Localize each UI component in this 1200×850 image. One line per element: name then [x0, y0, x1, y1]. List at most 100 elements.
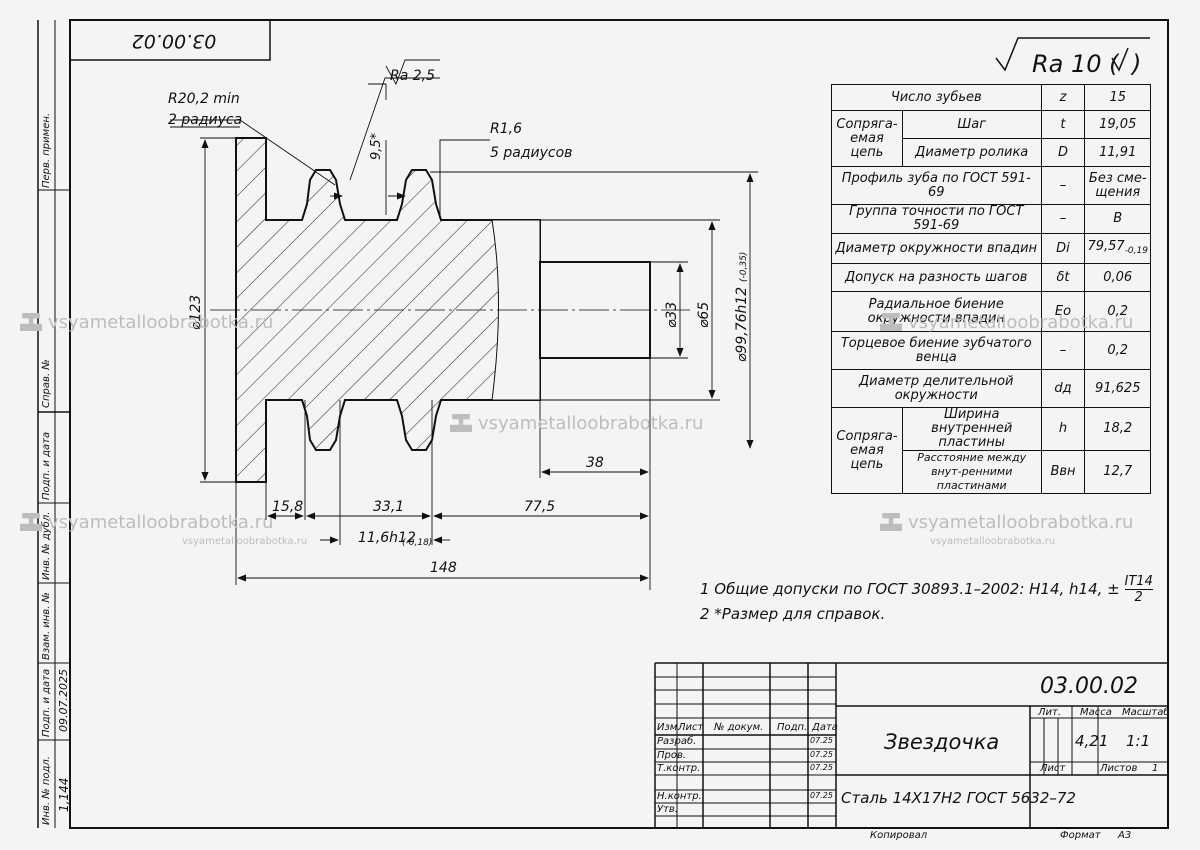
note-1: 1 Общие допуски по ГОСТ 30893.1–2002: H1… — [700, 574, 1153, 605]
param-val: 0,2 — [1084, 331, 1151, 370]
param-val: 18,2 — [1084, 407, 1151, 451]
param-name: Диаметр окружности впадин — [831, 233, 1042, 264]
param-sym: Ввн — [1040, 450, 1086, 494]
param-name: Расстояние между внут-ренними пластинами — [901, 450, 1042, 494]
dim-116-tol: (-0,18) — [402, 538, 432, 548]
tb-format-label: Формат — [1060, 830, 1101, 841]
dim-158-label: 15,8 — [272, 499, 303, 515]
tb-scale: 1:1 — [1126, 732, 1151, 750]
dim-116-label: 11,6h12 — [358, 530, 416, 546]
param-name: Ширина внутренней пластины — [901, 407, 1042, 451]
param-sym: – — [1040, 204, 1086, 234]
tb-r-tkontr: Т.контр. — [657, 763, 701, 774]
tb-date-4: 07.25 — [810, 791, 833, 800]
param-name: Диаметр делительной окружности — [831, 369, 1042, 408]
tb-r-razrab: Разраб. — [657, 736, 697, 747]
strip-sprav: Справ. № — [41, 359, 52, 408]
tb-doc-number: 03.00.02 — [1040, 674, 1138, 699]
param-row: Сопряга-емая цепь Ширина внутренней плас… — [831, 407, 1151, 494]
param-sym: – — [1040, 331, 1086, 370]
tb-r-utv: Утв. — [657, 804, 678, 815]
r16-note: 5 радиусов — [490, 145, 572, 161]
param-sym: Di — [1040, 233, 1086, 264]
param-row: Диаметр ролика D 11,91 — [832, 138, 1151, 167]
strip-podp-data: Подп. и дата — [41, 431, 52, 500]
watermark: vsyametalloobrabotka.ru — [20, 312, 273, 333]
dim-d99-tol: (-0,35) — [739, 252, 749, 282]
param-val: 79,57-0,19 — [1084, 233, 1151, 264]
roughness-text: Ra 10 ( — [1032, 50, 1120, 78]
tb-date-3: 07.25 — [810, 763, 833, 772]
param-val: 19,05 — [1084, 110, 1151, 139]
param-val: 11,91 — [1084, 138, 1151, 167]
param-group: Сопряга-емая цепь — [831, 407, 903, 494]
param-row: Диаметр делительной окружности dд 91,625 — [831, 369, 1151, 408]
note-1-text: 1 Общие допуски по ГОСТ 30893.1–2002: H1… — [700, 580, 1120, 598]
dim-331-label: 33,1 — [373, 499, 404, 515]
dim-775-label: 77,5 — [524, 499, 555, 515]
param-row: Диаметр окружности впадин Di 79,57-0,19 — [831, 233, 1151, 264]
watermark-logo-icon — [20, 313, 42, 331]
tb-h-scale: Масштаб — [1122, 707, 1170, 718]
param-name: Допуск на разность шагов — [831, 263, 1042, 292]
tb-h-lit: Лит. — [1038, 707, 1062, 718]
param-row: Торцевое биение зубчатого венца – 0,2 — [831, 331, 1151, 370]
tb-h-docnum: № докум. — [714, 722, 764, 733]
parameter-table: Число зубьев z 15 Сопряга-емая цепь Шаг … — [831, 84, 1151, 494]
watermark-logo-icon — [20, 513, 42, 531]
param-name: Торцевое биение зубчатого венца — [831, 331, 1042, 370]
dim-d33-label: ⌀33 — [664, 302, 680, 328]
watermark: vsyametalloobrabotka.ru — [20, 512, 273, 533]
strip-vzam-inv: Взам. инв. № — [41, 592, 52, 660]
note-2: 2 *Размер для справок. — [700, 605, 886, 623]
tb-format: А3 — [1118, 830, 1132, 841]
watermark: vsyametalloobrabotka.ru — [880, 512, 1133, 533]
param-row: Число зубьев z 15 — [831, 84, 1151, 111]
param-sym: – — [1040, 166, 1086, 205]
strip-date-value: 09.07.2025 — [57, 669, 70, 732]
param-sym: D — [1040, 138, 1086, 167]
param-val: 91,625 — [1084, 369, 1151, 408]
param-sym: dд — [1040, 369, 1086, 408]
roughness-close: ) — [1130, 50, 1141, 78]
tb-h-sign: Подп. — [777, 722, 808, 733]
dim-d99-label: ⌀99,76h12 — [734, 287, 750, 362]
doc-number-box — [69, 19, 271, 61]
param-row: Допуск на разность шагов δt 0,06 — [831, 263, 1151, 292]
tb-date-2: 07.25 — [810, 750, 833, 759]
param-group: Сопряга-емая цепь — [831, 110, 903, 167]
param-name: Радиальное биение окружности впадин — [831, 291, 1042, 332]
tb-r-nkontr: Н.контр. — [657, 791, 702, 802]
param-sym: h — [1040, 407, 1086, 451]
ra-local-label: Ra 2,5 — [390, 68, 435, 84]
part-section — [210, 137, 690, 483]
watermark-logo-icon — [880, 313, 902, 331]
watermark: vsyametalloobrabotka.ru — [880, 312, 1133, 333]
watermark-logo-icon — [880, 513, 902, 531]
tb-sheets-label: Листов — [1100, 763, 1138, 774]
param-sym: z — [1040, 84, 1086, 111]
tb-r-prov: Пров. — [657, 750, 687, 761]
watermark-small: vsyametalloobrabotka.ru — [930, 536, 1056, 547]
param-name: Профиль зуба по ГОСТ 591-69 — [831, 166, 1042, 205]
param-name: Диаметр ролика — [901, 138, 1042, 167]
param-row: Сопряга-емая цепь Шаг t 19,05 — [831, 110, 1151, 167]
param-sym: δt — [1040, 263, 1086, 292]
tb-h-list: Лист — [678, 722, 704, 733]
param-row: Группа точности по ГОСТ 591-69 – B — [831, 204, 1151, 234]
param-row: Профиль зуба по ГОСТ 591-69 – Без сме-ще… — [831, 166, 1151, 205]
tb-copied: Копировал — [870, 830, 928, 841]
param-val: 12,7 — [1084, 450, 1151, 494]
tb-material: Сталь 14Х17Н2 ГОСТ 5632–72 — [841, 789, 1076, 807]
tb-date-1: 07.25 — [810, 736, 833, 745]
r16-label: R1,6 — [490, 121, 522, 137]
dim-d123-label: ⌀123 — [188, 295, 204, 330]
strip-inv-value: 1,144 — [57, 777, 71, 812]
watermark-logo-icon — [450, 414, 472, 432]
tb-h-mass: Масса — [1080, 707, 1112, 718]
tb-h-date: Дата — [812, 722, 838, 733]
tb-mass: 4,21 — [1075, 732, 1109, 750]
param-sym: t — [1040, 110, 1086, 139]
doc-number-rotated: 03.00.02 — [131, 30, 217, 52]
